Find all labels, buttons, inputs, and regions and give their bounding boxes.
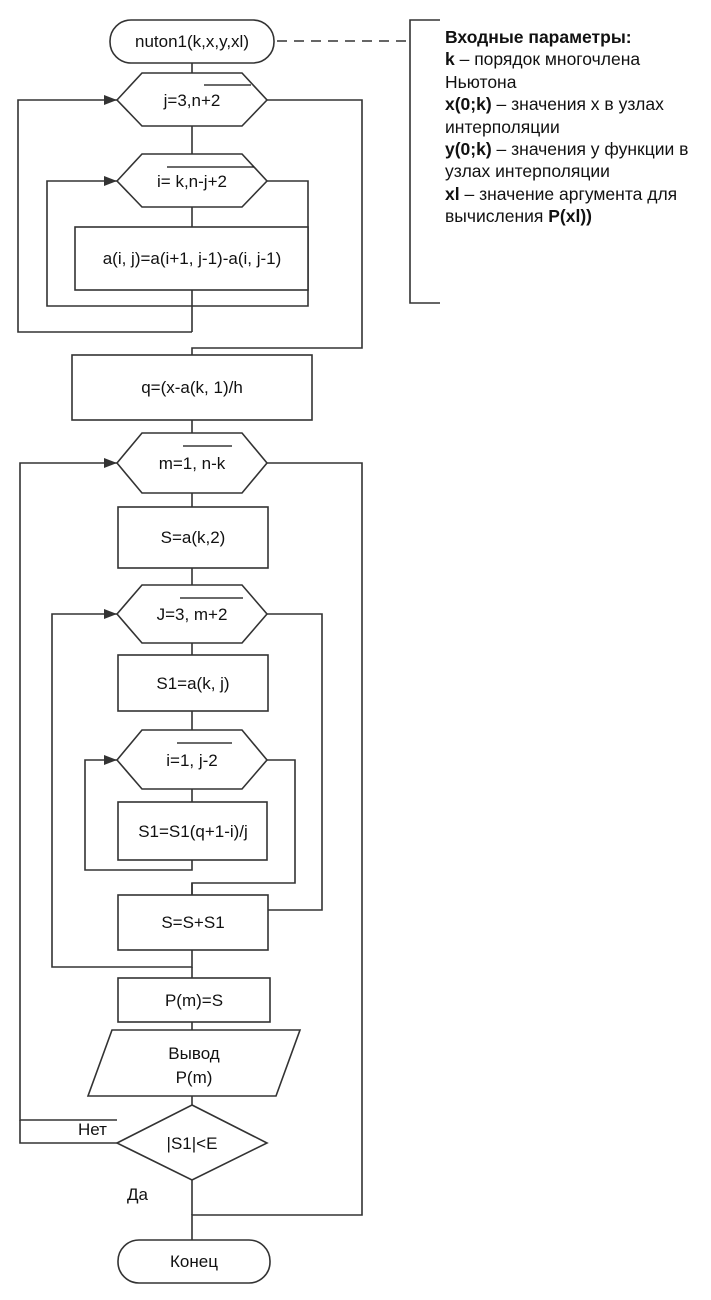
loop-m-entry-arrow bbox=[104, 458, 117, 468]
param-text: – порядок многочлена Ньютона bbox=[445, 49, 641, 92]
loop-i-entry-arrow bbox=[104, 176, 117, 186]
decision-label: |S1|<E bbox=[167, 1134, 218, 1153]
decision-no-branch-line bbox=[19, 1120, 117, 1144]
param-xl: xl – значение аргумента для вычисления P… bbox=[445, 183, 707, 228]
param-term: y(0;k) bbox=[445, 139, 492, 160]
loop-i-second-hexagon bbox=[115, 729, 269, 790]
process-assign-a bbox=[74, 226, 309, 291]
process-assign-sum bbox=[117, 894, 269, 951]
process-assign-s1 bbox=[117, 654, 269, 712]
process-assign-s1-update-label: S1=S1(q+1-i)/j bbox=[138, 822, 248, 841]
param-y: y(0;k) – значения y функции в узлах инте… bbox=[445, 138, 707, 183]
process-assign-s1-label: S1=a(k, j) bbox=[156, 674, 229, 693]
connector-lines bbox=[17, 19, 440, 1240]
input-parameters-note: Входные параметры: k – порядок многочлен… bbox=[445, 26, 707, 228]
end-label: Конец bbox=[170, 1252, 218, 1271]
loop-j-outer-hexagon bbox=[115, 72, 269, 127]
loop-i-second-label: i=1, j-2 bbox=[166, 751, 218, 770]
loop-J-inner-hexagon bbox=[115, 584, 269, 644]
process-assign-s-label: S=a(k,2) bbox=[161, 528, 226, 547]
process-assign-p-label: P(m)=S bbox=[165, 991, 223, 1010]
param-term: xl bbox=[445, 183, 460, 204]
process-assign-sum-label: S=S+S1 bbox=[161, 913, 224, 932]
param-text: – значения x в узлах интерполяции bbox=[445, 94, 664, 137]
loop-j-outer-label: j=3,n+2 bbox=[163, 91, 221, 110]
param-text: – значения y функции в узлах интерполяци… bbox=[445, 139, 689, 182]
input-parameters-heading: Входные параметры: bbox=[445, 27, 632, 47]
process-assign-q bbox=[71, 354, 313, 421]
end-terminator bbox=[117, 1239, 271, 1284]
process-assign-p bbox=[117, 977, 271, 1023]
loop-J-inner-label: J=3, m+2 bbox=[157, 605, 228, 624]
loop-i-inner-label: i= k,n-j+2 bbox=[157, 172, 227, 191]
loop-m-label: m=1, n-k bbox=[159, 454, 226, 473]
param-term: k bbox=[445, 49, 455, 70]
param-x: x(0;k) – значения x в узлах интерполяции bbox=[445, 93, 707, 138]
branch-no-label: Нет bbox=[78, 1120, 107, 1139]
process-assign-s1-update bbox=[117, 801, 268, 861]
branch-yes-label: Да bbox=[127, 1185, 149, 1204]
loop-m-hexagon bbox=[115, 432, 269, 494]
param-term: x(0;k) bbox=[445, 94, 492, 115]
process-assign-s bbox=[117, 506, 269, 569]
loop-J-entry-arrow bbox=[104, 609, 117, 619]
loop-j-entry-arrow bbox=[104, 95, 117, 105]
param-term: P(xl)) bbox=[548, 206, 592, 227]
process-assign-q-label: q=(x-a(k, 1)/h bbox=[141, 378, 243, 397]
loop-i2-entry-arrow bbox=[104, 755, 117, 765]
output-line2-label: P(m) bbox=[176, 1068, 213, 1087]
output-parallelogram bbox=[86, 1029, 302, 1097]
process-assign-a-label: a(i, j)=a(i+1, j-1)-a(i, j-1) bbox=[103, 249, 282, 268]
output-line1-label: Вывод bbox=[168, 1044, 219, 1063]
start-terminator bbox=[109, 19, 275, 64]
param-k: k – порядок многочлена Ньютона bbox=[445, 48, 707, 93]
start-label: nuton1(k,x,y,xl) bbox=[135, 32, 249, 51]
param-text: – значение аргумента для вычисления bbox=[445, 183, 678, 227]
